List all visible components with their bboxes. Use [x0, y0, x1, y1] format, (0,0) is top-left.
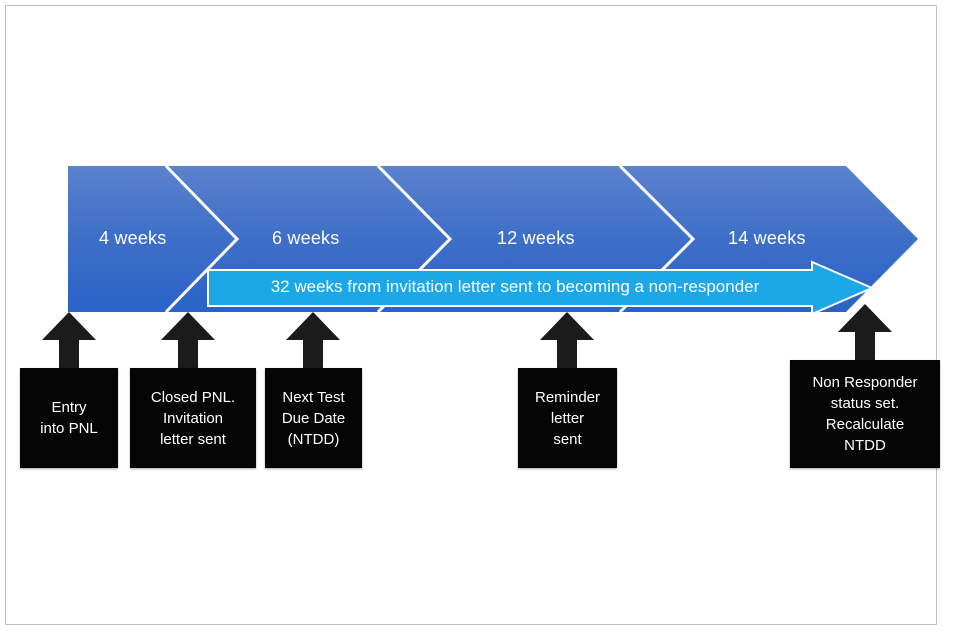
callout-box: Closed PNL. Invitation letter sent [130, 368, 256, 468]
callout-line: Invitation [162, 409, 224, 427]
callout-line: (NTDD) [287, 430, 340, 448]
chevron-segment-label-4: 14 weeks [728, 228, 806, 248]
callout-line: Recalculate [825, 416, 905, 433]
callout-line: Next Test [282, 388, 345, 406]
callout-line: letter [550, 409, 585, 427]
callout-arrow-stem [40, 312, 98, 372]
callout-box: Reminder letter sent [518, 368, 617, 468]
callout-line: Closed PNL. [150, 388, 236, 406]
chevron-segment-label-1: 4 weeks [99, 228, 167, 248]
callout-line: letter sent [160, 430, 226, 448]
callout-arrow-stem [284, 312, 342, 372]
callout-closed-pnl-invitation: Closed PNL. Invitation letter sent [130, 312, 256, 468]
callout-line: into PNL [40, 420, 98, 437]
callout-line: Reminder [534, 388, 601, 406]
callout-arrow-stem [538, 312, 596, 372]
callout-entry-into-pnl: Entry into PNL [20, 312, 118, 468]
callout-non-responder-status: Non Responder status set. Recalculate NT… [790, 304, 940, 468]
callout-line: NTDD [844, 437, 886, 454]
callout-box: Entry into PNL [20, 368, 118, 468]
callout-line: Non Responder [812, 374, 918, 391]
callout-box: Non Responder status set. Recalculate NT… [790, 360, 940, 468]
callout-next-test-due-date: Next Test Due Date (NTDD) [265, 312, 362, 468]
span-arrow-shape [207, 260, 875, 316]
callout-line: status set. [830, 395, 900, 412]
span-arrow [207, 260, 880, 316]
chevron-segment-label-2: 6 weeks [272, 228, 340, 248]
callout-line: Due Date [281, 409, 346, 427]
chevron-segment-label-3: 12 weeks [497, 228, 575, 248]
callout-box: Next Test Due Date (NTDD) [265, 368, 362, 468]
callout-line: Entry [51, 399, 87, 416]
callout-reminder-letter-sent: Reminder letter sent [518, 312, 617, 468]
callout-arrow-stem [159, 312, 217, 372]
span-arrow-label: 32 weeks from invitation letter sent to … [270, 277, 760, 296]
slide-frame [5, 5, 937, 625]
callout-arrow-stem [836, 304, 894, 364]
callout-line: sent [553, 430, 582, 448]
